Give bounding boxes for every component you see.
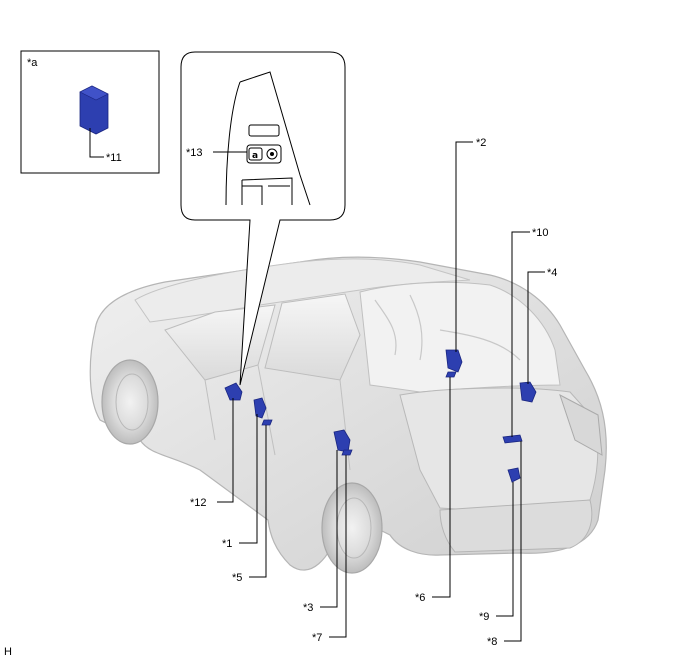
component-9 — [507, 467, 521, 483]
interior-seats — [374, 294, 521, 361]
ecu-face — [79, 85, 109, 101]
component-6 — [445, 371, 457, 378]
label-4: *4 — [547, 267, 557, 279]
rear-bumper — [439, 499, 593, 553]
switch-knob-dot — [270, 152, 274, 156]
front-rim — [115, 373, 149, 431]
component-7 — [341, 449, 353, 456]
component-1 — [253, 397, 267, 419]
label-2: *2 — [476, 137, 486, 149]
component-3 — [333, 429, 351, 453]
label-9: *9 — [479, 611, 489, 623]
label-10: *10 — [532, 227, 549, 239]
switch-panel — [246, 144, 282, 164]
leader-5 — [249, 425, 267, 578]
tail-light — [559, 393, 603, 456]
rear-wheel — [321, 482, 383, 574]
inset-switch-callout — [180, 51, 346, 386]
lower-switches — [241, 177, 293, 205]
label-7: *7 — [312, 632, 322, 644]
trim-slot — [248, 124, 280, 137]
switch-13 — [248, 147, 263, 161]
leader-1 — [239, 414, 258, 544]
front-wheel — [101, 359, 159, 445]
vehicle-illustration — [89, 256, 607, 574]
leader-4 — [527, 271, 545, 384]
label-12: *12 — [190, 497, 207, 509]
label-6: *6 — [415, 592, 425, 604]
leader-2 — [455, 141, 473, 352]
leader-8 — [504, 441, 522, 642]
inset-switch: a — [180, 51, 346, 386]
leader-3 — [320, 450, 338, 608]
tailgate — [399, 387, 599, 513]
leader-9 — [496, 482, 514, 617]
leader-12 — [217, 398, 234, 503]
label-8: *8 — [487, 636, 497, 648]
leader-lines — [89, 128, 545, 642]
lock-glyph-icon: a — [252, 151, 258, 161]
component-5 — [261, 419, 273, 426]
label-13: *13 — [186, 147, 203, 159]
inset-a-label: *a — [27, 57, 38, 69]
leader-7 — [329, 455, 347, 638]
corner-code: H — [4, 646, 12, 658]
side-window-rear — [264, 293, 361, 381]
door-trim-outline — [225, 71, 311, 206]
leader-6 — [432, 377, 451, 598]
leader-10 — [511, 231, 530, 437]
callout-labels: *13 *11 *2 *10 *4 *12 *1 *5 *6 *3 *9 *7 … — [4, 137, 557, 658]
components — [224, 349, 537, 483]
component-10 — [502, 434, 523, 444]
label-5: *5 — [232, 572, 242, 584]
label-3: *3 — [303, 602, 313, 614]
label-11: *11 — [106, 152, 122, 164]
label-1: *1 — [222, 538, 232, 550]
leader-11 — [89, 128, 104, 158]
component-12 — [224, 382, 243, 401]
